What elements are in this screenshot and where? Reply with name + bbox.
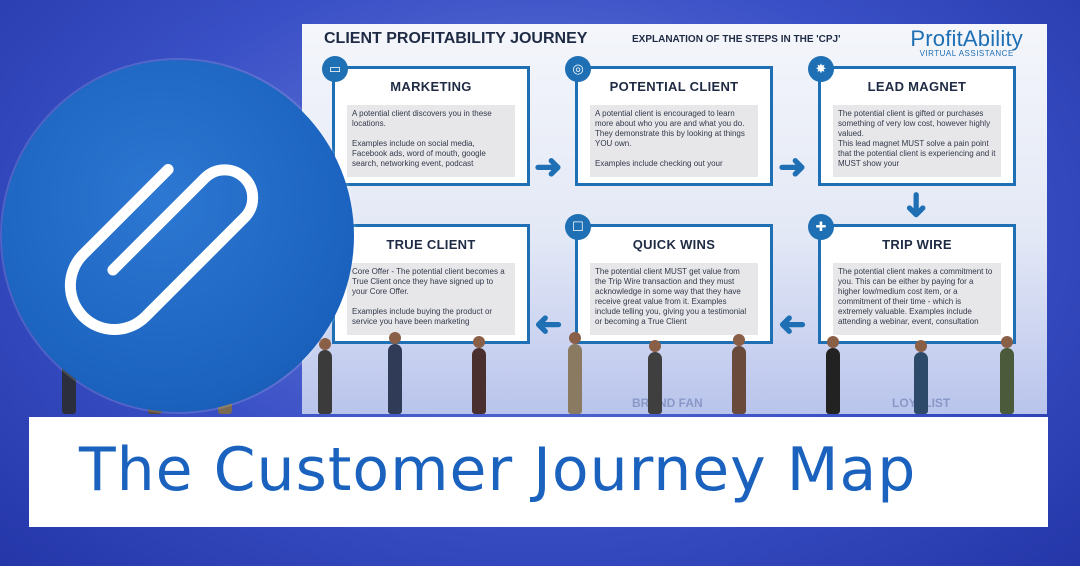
cpj-infographic: CLIENT PROFITABILITY JOURNEY EXPLANATION… (302, 24, 1047, 414)
arrow-right-icon: ➜ (534, 148, 563, 186)
gift-icon: ✚ (808, 214, 834, 240)
arrow-down-icon: ➜ (897, 190, 936, 220)
walking-person (826, 336, 840, 414)
card-title: MARKETING (390, 79, 472, 94)
card-title: TRIP WIRE (882, 237, 952, 252)
wow-badge-icon: ✸ (808, 56, 834, 82)
card-body: The potential client MUST get value from… (590, 263, 758, 335)
card-body: A potential client is encouraged to lear… (590, 105, 758, 177)
banner-title: The Customer Journey Map (79, 435, 917, 505)
card-body: The potential client makes a commitment … (833, 263, 1001, 335)
arrow-left-icon: ➜ (534, 306, 563, 344)
arrow-right-icon: ➜ (778, 148, 807, 186)
sheet-subtitle: EXPLANATION OF THE STEPS IN THE 'CPJ' (632, 34, 841, 45)
card-body: The potential client is gifted or purcha… (833, 105, 1001, 177)
card-lead-magnet: ✸ LEAD MAGNET The potential client is gi… (808, 56, 1016, 186)
card-potential-client: ◎ POTENTIAL CLIENT A potential client is… (565, 56, 773, 186)
paperclip-icon (64, 164, 259, 335)
card-body: Core Offer - The potential client become… (347, 263, 515, 335)
walking-person (472, 336, 486, 414)
monitor-icon: ▭ (322, 56, 348, 82)
walking-person (648, 340, 662, 414)
card-body: A potential client discovers you in thes… (347, 105, 515, 177)
walking-person (732, 334, 746, 414)
walking-person (318, 338, 332, 414)
logo-main: ProfitAbility (910, 26, 1023, 51)
walking-person (388, 332, 402, 414)
card-trip-wire: ✚ TRIP WIRE The potential client makes a… (808, 214, 1016, 344)
card-quick-wins: ☐ QUICK WINS The potential client MUST g… (565, 214, 773, 344)
card-title: QUICK WINS (632, 237, 716, 252)
card-title: POTENTIAL CLIENT (609, 79, 739, 94)
walking-person (568, 332, 582, 414)
card-true-client: TRUE CLIENT Core Offer - The potential c… (332, 224, 530, 344)
sheet-title: CLIENT PROFITABILITY JOURNEY (324, 30, 588, 47)
label-brand-fan: BRAND FAN (632, 396, 703, 410)
card-marketing: ▭ MARKETING A potential client discovers… (322, 56, 530, 186)
paperclip-badge (2, 60, 354, 412)
logo-sub: VIRTUAL ASSISTANCE (919, 49, 1014, 58)
card-title: LEAD MAGNET (867, 79, 967, 94)
logo: ProfitAbility VIRTUAL ASSISTANCE (910, 26, 1023, 58)
card-title: TRUE CLIENT (386, 237, 476, 252)
walking-person (914, 340, 928, 414)
walking-person (1000, 336, 1014, 414)
arrow-left-icon: ➜ (778, 306, 807, 344)
title-banner: The Customer Journey Map (29, 417, 1048, 527)
box-icon: ☐ (565, 214, 591, 240)
target-icon: ◎ (565, 56, 591, 82)
